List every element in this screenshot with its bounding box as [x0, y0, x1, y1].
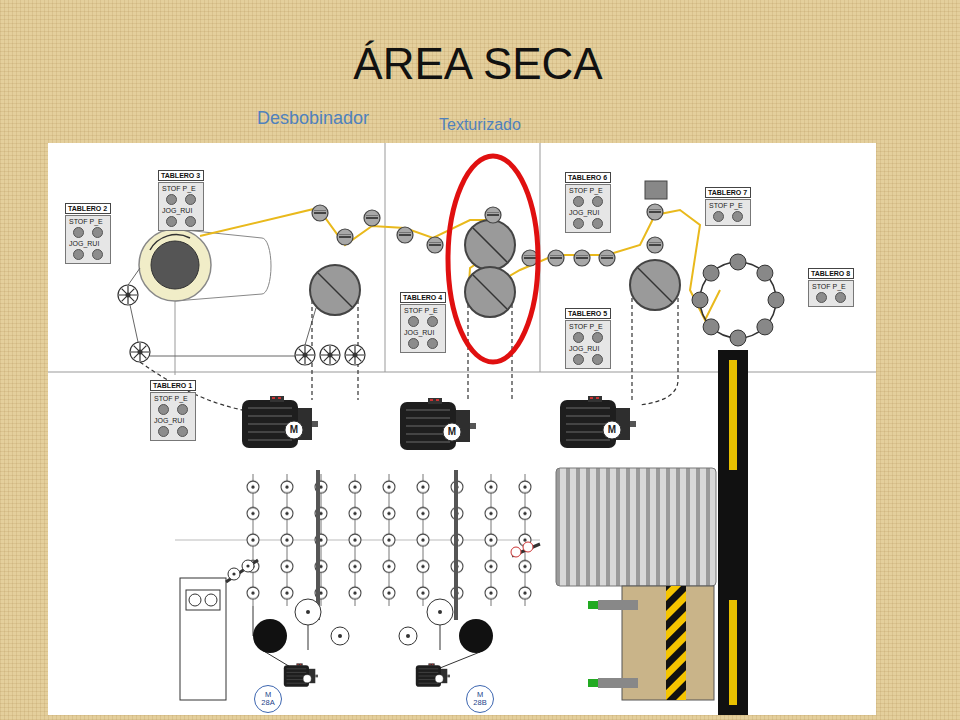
panel-heading: TABLERO 6 [565, 172, 611, 183]
control-panel: TABLERO 6 STOF P_E JOG_RUI [565, 172, 611, 233]
panel-text: STOF P_E [154, 395, 192, 403]
control-panel: TABLERO 3 STOF P_E JOG_RUI [158, 170, 204, 231]
panel-button [573, 354, 584, 365]
panel-button [185, 194, 196, 205]
panel-text: STOF P_E [709, 202, 747, 210]
panel-button [73, 249, 84, 260]
button-row [162, 216, 200, 227]
panel-text: STOF P_E [569, 187, 607, 195]
panel-button [573, 332, 584, 343]
slide-title: ÁREA SECA [0, 40, 956, 88]
motor-label: M [608, 425, 616, 435]
motor-tag-circle: M 28A [254, 685, 282, 713]
control-panel: TABLERO 1 STOF P_E JOG_RUI [150, 380, 196, 441]
panel-button [592, 196, 603, 207]
panel-button [73, 227, 84, 238]
panel-text: JOG_RUI [69, 240, 107, 248]
panel-button [592, 218, 603, 229]
panel-button [92, 249, 103, 260]
motor-tag-text: M 28A [258, 691, 278, 707]
panel-button [166, 216, 177, 227]
motor-tag-circle: M 28B [466, 685, 494, 713]
panel-body: STOF P_E JOG_RUI [565, 184, 611, 233]
control-panel: TABLERO 2 STOF P_E JOG_RUI [65, 203, 111, 264]
panel-button [427, 338, 438, 349]
panel-heading: TABLERO 3 [158, 170, 204, 181]
motor-label: M [290, 425, 298, 435]
panel-heading: TABLERO 2 [65, 203, 111, 214]
panel-body: STOF P_E JOG_RUI [65, 215, 111, 264]
button-row [154, 404, 192, 415]
panel-text: JOG_RUI [162, 207, 200, 215]
motor-tag-text: M 28B [470, 691, 490, 707]
panel-button [573, 196, 584, 207]
panel-button [166, 194, 177, 205]
panel-text: JOG_RUI [404, 329, 442, 337]
panel-text: STOF P_E [569, 323, 607, 331]
button-row [569, 354, 607, 365]
button-row [404, 316, 442, 327]
panel-body: STOF P_E JOG_RUI [565, 320, 611, 369]
panel-body: STOF P_E JOG_RUI [400, 304, 446, 353]
button-row [69, 227, 107, 238]
panel-button [92, 227, 103, 238]
button-row [154, 426, 192, 437]
panel-button [573, 218, 584, 229]
panel-text: JOG_RUI [154, 417, 192, 425]
button-row [404, 338, 442, 349]
section-label: Texturizado [439, 116, 521, 134]
button-row [569, 218, 607, 229]
control-panel: TABLERO 8 STOF P_E [808, 268, 854, 307]
button-row [69, 249, 107, 260]
button-row [162, 194, 200, 205]
panel-button [408, 316, 419, 327]
panel-button [592, 354, 603, 365]
panel-button [177, 404, 188, 415]
panel-button [713, 211, 724, 222]
panel-text: STOF P_E [812, 283, 850, 291]
control-panel: TABLERO 5 STOF P_E JOG_RUI [565, 308, 611, 369]
control-panel: TABLERO 7 STOF P_E [705, 187, 751, 226]
panel-button [177, 426, 188, 437]
button-row [709, 211, 747, 222]
panel-text: JOG_RUI [569, 209, 607, 217]
panel-button [816, 292, 827, 303]
panel-text: STOF P_E [404, 307, 442, 315]
panel-heading: TABLERO 5 [565, 308, 611, 319]
panel-heading: TABLERO 4 [400, 292, 446, 303]
button-row [569, 196, 607, 207]
button-row [812, 292, 850, 303]
panel-button [185, 216, 196, 227]
panel-heading: TABLERO 7 [705, 187, 751, 198]
section-label: Desbobinador [257, 108, 369, 129]
panel-text: JOG_RUI [569, 345, 607, 353]
panel-text: STOF P_E [69, 218, 107, 226]
panel-body: STOF P_E [705, 199, 751, 226]
panel-button [732, 211, 743, 222]
panel-heading: TABLERO 8 [808, 268, 854, 279]
panel-button [158, 404, 169, 415]
panel-button [427, 316, 438, 327]
panel-button [592, 332, 603, 343]
panel-button [835, 292, 846, 303]
panel-text: STOF P_E [162, 185, 200, 193]
panel-body: STOF P_E JOG_RUI [158, 182, 204, 231]
motor-label: M [448, 427, 456, 437]
button-row [569, 332, 607, 343]
panel-button [408, 338, 419, 349]
panel-heading: TABLERO 1 [150, 380, 196, 391]
panel-body: STOF P_E JOG_RUI [150, 392, 196, 441]
panel-button [158, 426, 169, 437]
control-panel: TABLERO 4 STOF P_E JOG_RUI [400, 292, 446, 353]
panel-body: STOF P_E [808, 280, 854, 307]
